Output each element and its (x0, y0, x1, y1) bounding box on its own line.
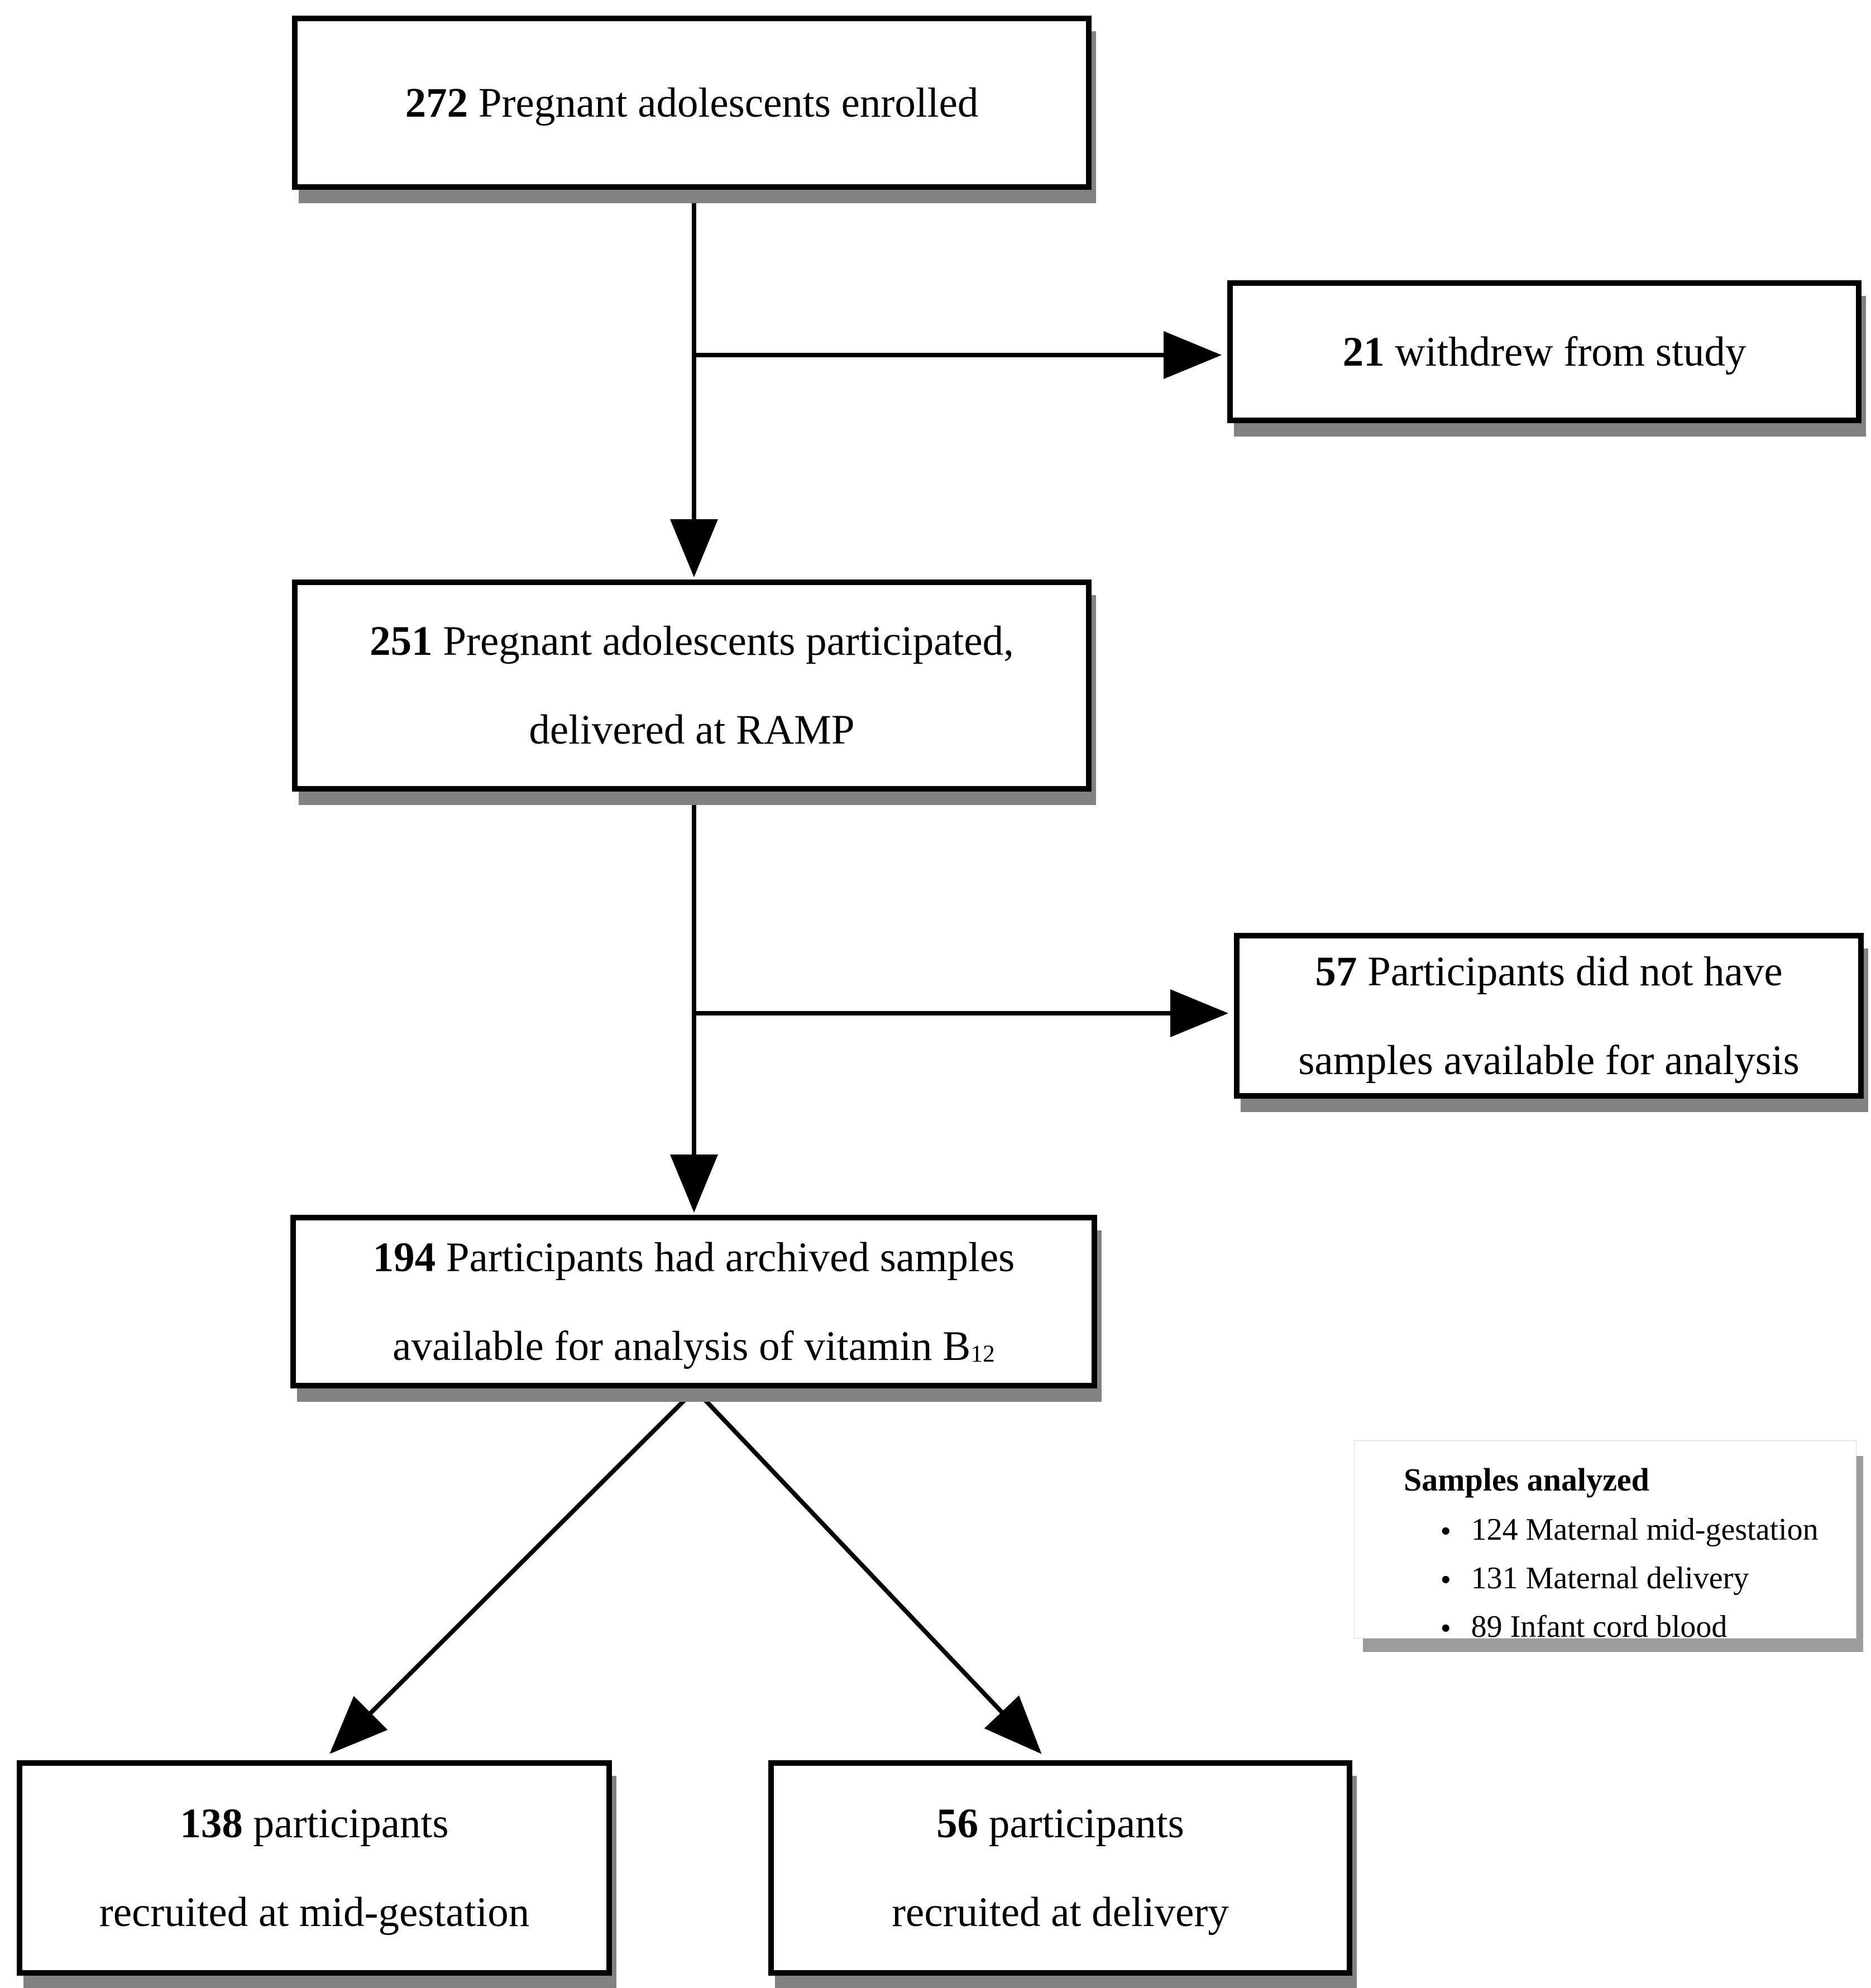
box-archived-line1: 194 Participants had archived samples (373, 1213, 1015, 1302)
box-archived-label: Participants had archived samples (446, 1234, 1015, 1281)
note-bullet-maternal-delivery: ● 131 Maternal delivery (1441, 1554, 1845, 1603)
box-participated-content: 251 Pregnant adolescents participated, d… (370, 597, 1014, 774)
box-participated-line1: 251 Pregnant adolescents participated, (370, 597, 1014, 686)
note-bullet-maternal-mid-gestation: ● 124 Maternal mid-gestation (1441, 1506, 1845, 1554)
box-participated-label: Pregnant adolescents participated, (443, 618, 1014, 664)
note-bullet-text: 89 Infant cord blood (1471, 1609, 1728, 1644)
box-enrolled-count: 272 (405, 79, 468, 126)
bullet-icon: ● (1441, 1617, 1451, 1637)
box-recruited-delivery-line1: 56 participants (892, 1779, 1229, 1868)
note-bullet-infant-cord-blood: ● 89 Infant cord blood (1441, 1603, 1845, 1651)
box-recruited-delivery-count: 56 (936, 1800, 979, 1847)
box-archived-subscript: 12 (970, 1340, 995, 1367)
box-recruited-delivery: 56 participants recruited at delivery (768, 1760, 1352, 1976)
note-title: Samples analyzed (1404, 1462, 1649, 1498)
box-recruited-delivery-content: 56 participants recruited at delivery (892, 1779, 1229, 1957)
box-no-samples-line2: samples available for analysis (1298, 1037, 1800, 1084)
box-no-samples-label: Participants did not have (1367, 948, 1783, 995)
box-archived-count: 194 (372, 1234, 436, 1281)
note-bullet-text: 124 Maternal mid-gestation (1471, 1512, 1819, 1548)
box-enrolled: 272 Pregnant adolescents enrolled (292, 16, 1092, 190)
box-no-samples-count: 57 (1315, 948, 1357, 995)
note-bullet-text: 131 Maternal delivery (1471, 1560, 1749, 1596)
box-participated-line2: delivered at RAMP (529, 707, 855, 753)
box-enrolled-content: 272 Pregnant adolescents enrolled (405, 59, 979, 147)
box-withdrew-label: withdrew from study (1395, 328, 1746, 375)
connector-diagonal-to-mid-gestation (329, 1388, 697, 1754)
box-no-samples-line1: 57 Participants did not have (1298, 927, 1800, 1016)
box-archived-line2: available for analysis of vitamin B12 (373, 1302, 1015, 1391)
box-no-samples-content: 57 Participants did not have samples ava… (1298, 927, 1800, 1105)
box-archived-content: 194 Participants had archived samples av… (373, 1213, 1015, 1391)
note-bullet-list: ● 124 Maternal mid-gestation ● 131 Materna… (1404, 1506, 1845, 1651)
samples-analyzed-note: Samples analyzed ● 124 Maternal mid-gesta… (1354, 1440, 1856, 1644)
box-recruited-mid-gestation-line1: 138 participants (99, 1779, 530, 1868)
box-recruited-mid-gestation-line2: recruited at mid-gestation (99, 1889, 530, 1936)
box-archived: 194 Participants had archived samples av… (290, 1215, 1097, 1388)
box-archived-label2: available for analysis of vitamin B (393, 1323, 971, 1369)
box-participated-count: 251 (370, 618, 433, 664)
box-recruited-mid-gestation-content: 138 participants recruited at mid-gestat… (99, 1779, 530, 1957)
bullet-icon: ● (1441, 1521, 1451, 1540)
box-participated: 251 Pregnant adolescents participated, d… (292, 579, 1092, 792)
connector-diagonal-to-delivery (693, 1388, 1042, 1754)
bullet-icon: ● (1441, 1569, 1451, 1588)
box-recruited-mid-gestation-count: 138 (180, 1800, 243, 1847)
box-withdrew-line1: 21 withdrew from study (1343, 308, 1746, 396)
box-withdrew: 21 withdrew from study (1227, 280, 1862, 423)
box-enrolled-label: Pregnant adolescents enrolled (478, 79, 979, 126)
box-withdrew-count: 21 (1342, 328, 1385, 375)
box-recruited-delivery-label: participants (988, 1800, 1184, 1847)
box-recruited-mid-gestation: 138 participants recruited at mid-gestat… (17, 1760, 612, 1976)
box-recruited-mid-gestation-label: participants (253, 1800, 449, 1847)
box-recruited-delivery-line2: recruited at delivery (892, 1889, 1229, 1936)
box-withdrew-content: 21 withdrew from study (1343, 308, 1746, 396)
box-no-samples: 57 Participants did not have samples ava… (1234, 933, 1864, 1099)
box-enrolled-line1: 272 Pregnant adolescents enrolled (405, 59, 979, 147)
